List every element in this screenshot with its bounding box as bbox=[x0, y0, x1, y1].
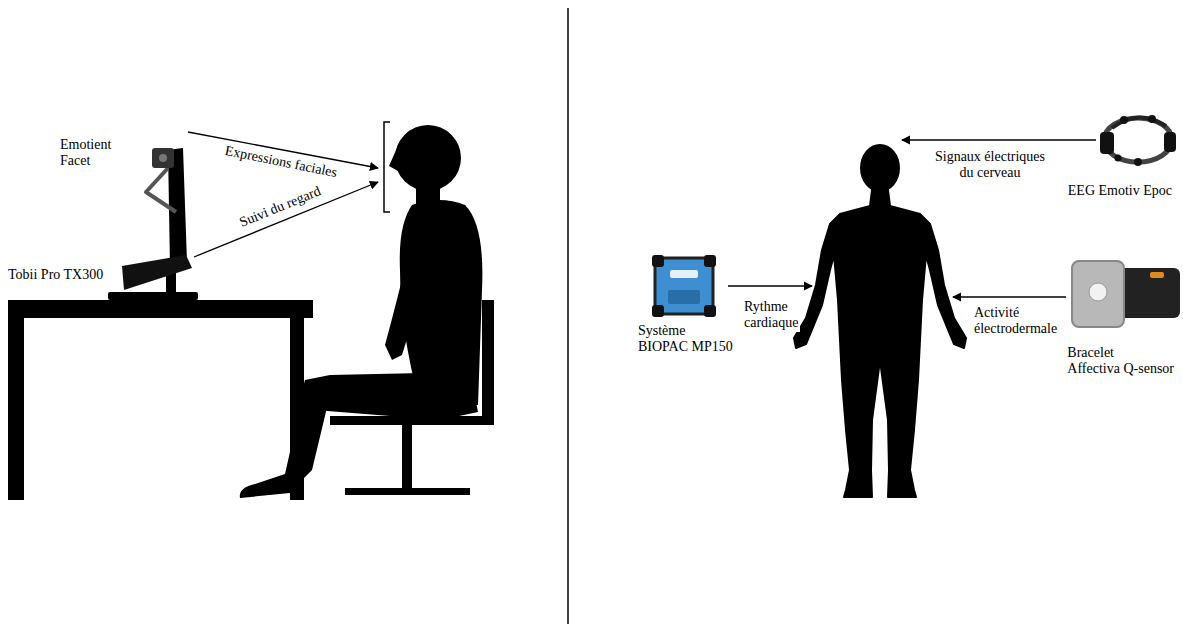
chair-back bbox=[482, 300, 494, 422]
device-corner bbox=[652, 255, 664, 267]
headset-pod bbox=[1164, 132, 1176, 152]
signal-arrow bbox=[953, 296, 1066, 297]
device-panel bbox=[668, 290, 700, 304]
monitor bbox=[108, 148, 198, 300]
device-corner bbox=[704, 255, 716, 267]
signal-arrow bbox=[728, 285, 812, 286]
monitor-base bbox=[108, 292, 198, 300]
standing-person bbox=[794, 144, 966, 497]
biopac-device bbox=[652, 255, 716, 317]
electrode bbox=[1115, 155, 1122, 162]
desk-leg bbox=[8, 318, 24, 500]
signal-label: Rythme cardiaque bbox=[742, 298, 800, 332]
q-sensor-bracelet bbox=[1072, 261, 1180, 327]
sensor-box bbox=[1072, 261, 1124, 327]
device-body bbox=[655, 258, 713, 314]
device-corner bbox=[652, 305, 664, 317]
signal-label: Signaux électriques du cerveau bbox=[933, 148, 1047, 182]
headset-arm bbox=[1112, 117, 1166, 128]
device-label: EEG Emotiv Epoc bbox=[1066, 182, 1174, 200]
head bbox=[860, 144, 900, 192]
signal-label: Expressions faciales bbox=[221, 141, 340, 182]
sensor-button bbox=[1089, 283, 1107, 301]
device-label: Tobii Pro TX300 bbox=[6, 266, 105, 284]
electrode bbox=[1148, 115, 1156, 123]
headset-band bbox=[1104, 118, 1172, 162]
seated-person bbox=[240, 125, 483, 498]
electrode bbox=[1134, 158, 1142, 166]
signal-label: Activité électrodermale bbox=[972, 304, 1059, 338]
signal-label: Suivi du regard bbox=[235, 182, 325, 233]
device-label: Système BIOPAC MP150 bbox=[636, 322, 735, 356]
desk-top bbox=[8, 300, 313, 318]
device-label: Bracelet Affectiva Q-sensor bbox=[1065, 344, 1176, 378]
device-corner bbox=[704, 305, 716, 317]
signal-arrow bbox=[194, 182, 378, 257]
bracket bbox=[384, 122, 390, 212]
head bbox=[395, 125, 461, 191]
chair-base bbox=[345, 488, 470, 495]
signal-arrow bbox=[902, 139, 1096, 140]
bracelet-logo bbox=[1150, 272, 1164, 278]
camera bbox=[152, 148, 174, 168]
nose bbox=[389, 148, 398, 171]
body bbox=[794, 190, 966, 497]
headset-pod bbox=[1100, 132, 1114, 154]
desk bbox=[8, 300, 313, 500]
arm bbox=[385, 225, 432, 360]
device-panel bbox=[670, 270, 698, 278]
lower-leg bbox=[240, 385, 330, 498]
eeg-headset bbox=[1100, 115, 1176, 166]
camera-arm bbox=[146, 168, 176, 212]
eye-tracker bbox=[122, 255, 192, 290]
panel-divider bbox=[567, 8, 569, 624]
electrode bbox=[1120, 116, 1128, 124]
chair-post bbox=[402, 425, 412, 489]
camera-lens bbox=[159, 154, 167, 162]
device-label: Emotient Facet bbox=[58, 136, 113, 170]
